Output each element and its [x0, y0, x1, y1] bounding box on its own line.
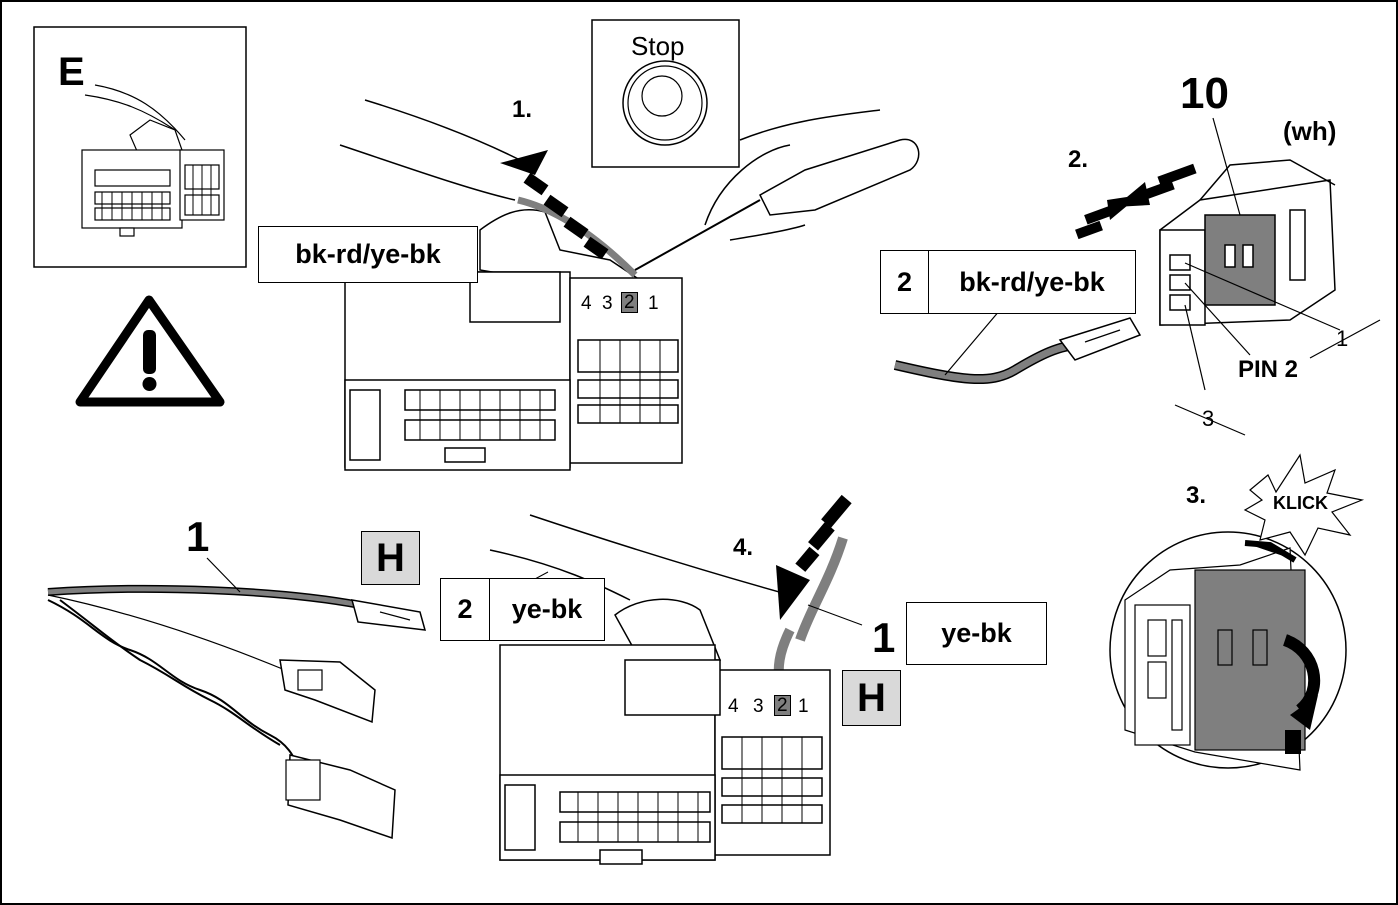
- bottom-part-wire-box: ye-bk: [906, 602, 1047, 665]
- arrow-step-2: [1075, 163, 1197, 240]
- color-code-wh: (wh): [1283, 116, 1337, 146]
- top-wire-label: bk-rd/ye-bk: [295, 239, 441, 269]
- bottom-pin-4: 4: [728, 696, 739, 717]
- top-connector-cavities: [419, 340, 661, 440]
- top-pin-3: 3: [602, 293, 613, 314]
- arrow-step-4: [776, 494, 852, 620]
- top-pin-4: 4: [581, 293, 592, 314]
- bottom-part-wire: ye-bk: [941, 618, 1012, 648]
- wire-with-terminal: [893, 309, 1142, 385]
- bottom-pin-2-highlighted: 2: [774, 695, 791, 716]
- stop-sign-box: [591, 19, 740, 168]
- harness-marker-h: H: [361, 531, 420, 585]
- top-wire-label-box: bk-rd/ye-bk: [258, 226, 478, 283]
- bottom-marker-h: H: [842, 670, 901, 726]
- klick-label: KLICK: [1273, 493, 1328, 513]
- terminal-table-wire: bk-rd/ye-bk: [959, 266, 1105, 297]
- step-1-label: 1.: [512, 96, 533, 123]
- bottom-table: 2 ye-bk: [440, 578, 605, 641]
- terminal-table: 2 bk-rd/ye-bk: [880, 250, 1136, 314]
- top-pin-1: 1: [648, 293, 659, 314]
- terminal-leaders: [1174, 117, 1381, 436]
- step-4-label: 4.: [733, 534, 754, 561]
- bottom-pin-1: 1: [798, 696, 809, 717]
- terminal-detail: [1159, 159, 1336, 326]
- bottom-connector-cavities: [504, 571, 863, 842]
- screwdriver: [634, 109, 920, 271]
- top-connector: [339, 99, 683, 471]
- part-number-10: 10: [1180, 69, 1229, 118]
- excluded-pin-3: 3: [1202, 406, 1215, 431]
- excluded-pin-1: 1: [1336, 326, 1349, 351]
- pin-2-label: PIN 2: [1238, 356, 1299, 383]
- bottom-part-number: 1: [872, 614, 896, 661]
- bottom-table-pin: 2: [457, 594, 473, 624]
- detail-e-inset: [33, 26, 247, 268]
- step-3-label: 3.: [1186, 482, 1207, 509]
- detail-e-letter: E: [58, 50, 85, 94]
- stop-label: Stop: [631, 31, 685, 61]
- arrow-step-1: [500, 150, 609, 260]
- harness-part-number: 1: [186, 513, 210, 560]
- bottom-table-wire: ye-bk: [511, 594, 583, 624]
- harness-part-1: [47, 557, 427, 840]
- warning-icon: [75, 295, 225, 407]
- click-detail: [1109, 453, 1365, 771]
- bottom-pin-3: 3: [753, 696, 764, 717]
- step-2-label: 2.: [1068, 146, 1089, 173]
- bottom-connector: [489, 514, 848, 865]
- terminal-table-pin: 2: [896, 266, 913, 297]
- top-pin-2-highlighted: 2: [621, 292, 638, 313]
